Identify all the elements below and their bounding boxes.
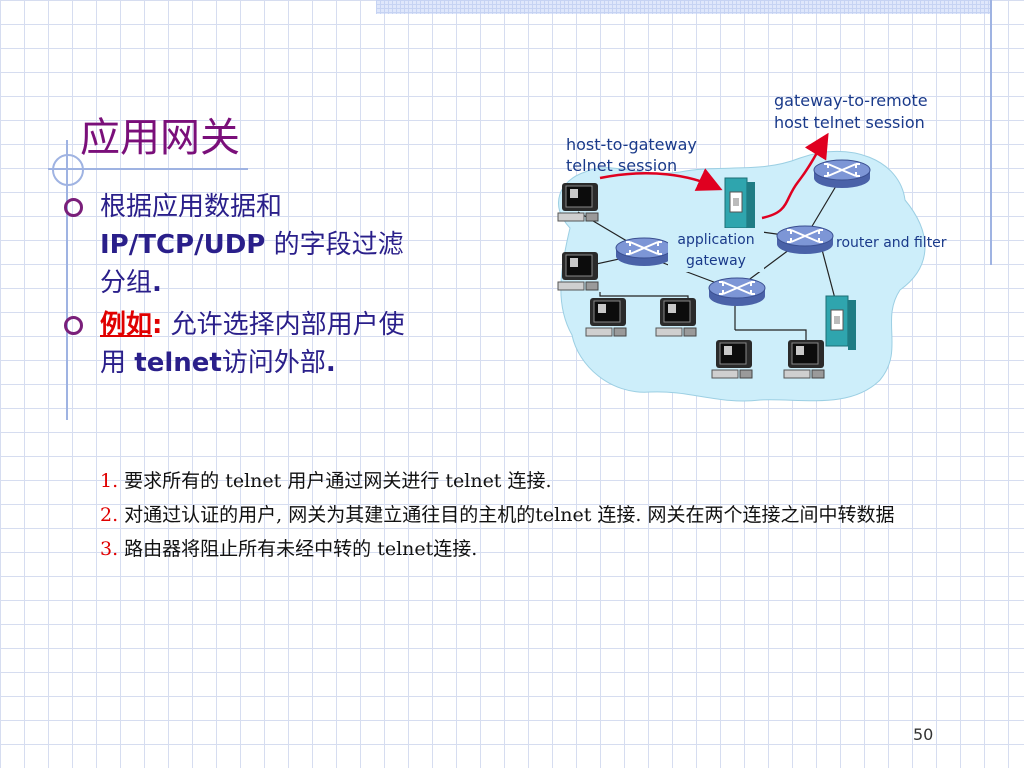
- bullet-text: 根据应用数据和: [100, 192, 283, 222]
- gateway-to-remote-arrow: [761, 132, 829, 220]
- bullet-item-filter: 根据应用数据和 IP/TCP/UDP 的字段过滤 分组.: [64, 188, 514, 302]
- bullet-bold-text: telnet: [134, 348, 222, 378]
- bullet-text: 允许选择内部用户使: [162, 310, 405, 340]
- pc-icon: [557, 182, 599, 222]
- pc-icon: [783, 339, 825, 379]
- host-to-gateway-arrow: [599, 168, 723, 191]
- step-number: 1.: [100, 470, 119, 492]
- right-vertical-line: [990, 0, 992, 265]
- bullet-bold-text: IP/TCP/UDP: [100, 230, 266, 260]
- bullet-text: 分组: [100, 268, 153, 298]
- step-item: 2. 对通过认证的用户, 网关为其建立通往目的主机的telnet 连接. 网关在…: [100, 498, 920, 532]
- gateway-to-remote-label-line1: gateway-to-remote: [774, 91, 928, 110]
- gateway-to-remote-label-line2: host telnet session: [774, 113, 925, 132]
- example-label: 例如: [100, 310, 153, 340]
- example-colon: :: [152, 310, 163, 340]
- bullet-period: .: [152, 268, 162, 298]
- bullet-marker-icon: [64, 316, 83, 335]
- top-decoration-strip: [376, 0, 990, 14]
- bullet-text: 访问外部: [221, 348, 326, 378]
- pc-icon: [655, 297, 697, 337]
- left-vertical-line: [66, 140, 68, 420]
- application-gateway-server-icon: [724, 177, 756, 233]
- pc-icon: [557, 251, 599, 291]
- router-filter-icon: [776, 225, 834, 255]
- app-gateway-label-line2: gateway: [686, 253, 746, 269]
- step-number: 3.: [100, 538, 119, 560]
- bullet-marker-icon: [64, 198, 83, 217]
- slide-title: 应用网关: [80, 115, 240, 161]
- host-to-gateway-label-line2: telnet session: [566, 156, 677, 175]
- step-text: 路由器将阻止所有未经中转的 telnet连接.: [118, 538, 478, 560]
- step-item: 3. 路由器将阻止所有未经中转的 telnet连接.: [100, 532, 920, 566]
- step-text: 要求所有的 telnet 用户通过网关进行 telnet 连接.: [118, 470, 552, 492]
- page-number: 50: [913, 725, 934, 744]
- step-text: 对通过认证的用户, 网关为其建立通往目的主机的telnet 连接. 网关在两个连…: [118, 504, 895, 526]
- pc-icon: [711, 339, 753, 379]
- host-to-gateway-label-line1: host-to-gateway: [566, 135, 697, 154]
- app-gateway-label-bg: [668, 228, 764, 272]
- router-filter-label: router and filter: [836, 235, 947, 251]
- remote-server-icon: [825, 295, 857, 351]
- bullet-text: 的字段过滤: [265, 230, 404, 260]
- bullet-text: 用: [100, 348, 135, 378]
- bullet-item-example: 例如: 允许选择内部用户使 用 telnet访问外部.: [64, 306, 514, 382]
- left-horizontal-line: [48, 168, 248, 170]
- bullet-list: 根据应用数据和 IP/TCP/UDP 的字段过滤 分组. 例如: 允许选择内部用…: [64, 188, 514, 382]
- step-number: 2.: [100, 504, 119, 526]
- steps-list: 1. 要求所有的 telnet 用户通过网关进行 telnet 连接. 2. 对…: [100, 464, 920, 566]
- router-bottom-icon: [708, 277, 766, 307]
- crosshair-circle: [52, 154, 84, 186]
- bullet-period: .: [325, 348, 336, 378]
- router-top-icon: [813, 159, 871, 189]
- app-gateway-label-line1: application: [677, 232, 754, 248]
- router-left-icon: [615, 237, 673, 267]
- pc-icon: [585, 297, 627, 337]
- step-item: 1. 要求所有的 telnet 用户通过网关进行 telnet 连接.: [100, 464, 920, 498]
